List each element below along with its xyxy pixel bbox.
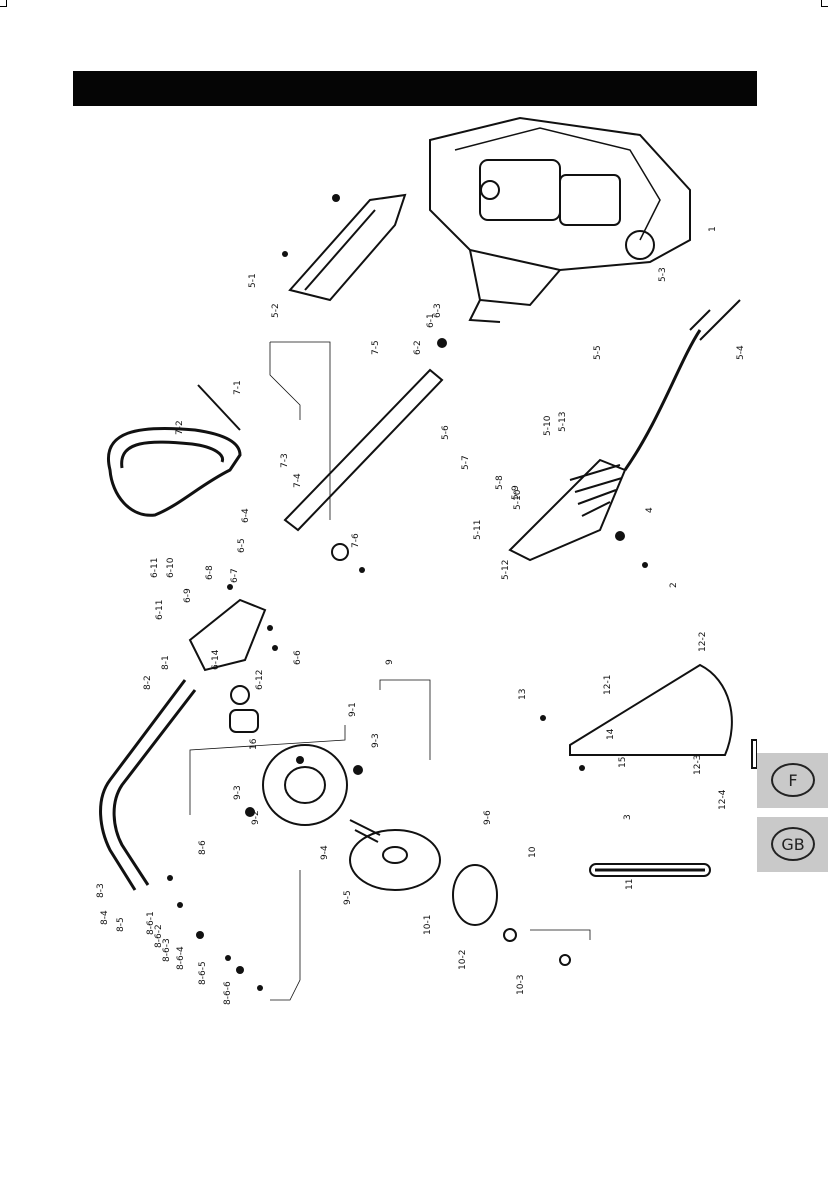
part-label: 5-11 <box>473 520 483 540</box>
loop-handle-drawing <box>107 384 242 517</box>
hardware-bits <box>167 194 648 991</box>
part-label: 5-8 <box>495 475 505 490</box>
part-label: 6-6 <box>293 650 303 665</box>
part-label: 12-1 <box>603 675 613 695</box>
throttle-handle-drawing <box>508 299 741 562</box>
part-label: 9-6 <box>483 810 493 825</box>
part-label: 2 <box>669 582 679 588</box>
part-label: 10-3 <box>516 975 526 995</box>
part-label: 6-2 <box>413 340 423 355</box>
part-label: 6-4 <box>241 508 251 523</box>
part-label: 8-6-2 <box>154 924 164 948</box>
middle-clamp-drawing <box>188 598 267 733</box>
exploded-parts-diagram: 1 5-1 5-2 6-1 6-2 6-3 7-1 7-2 7-37-4 7-5 7-6 5-3 5-4… <box>96 116 757 1005</box>
part-label: 6-14 <box>211 649 221 670</box>
crop-mark-top-left <box>0 0 7 7</box>
part-label: 14 <box>606 728 616 740</box>
part-label: 8-6-1 <box>146 911 156 935</box>
language-tab-gb-label: GB <box>771 827 815 861</box>
part-label: 8-4 <box>100 910 110 925</box>
part-label: 6-12 <box>255 670 265 690</box>
part-label: 8-2 <box>143 675 153 690</box>
part-label: 8-6-5 <box>198 961 208 985</box>
guard-drawing <box>569 663 757 877</box>
part-label: 12-4 <box>718 789 728 810</box>
part-label: 6-5 <box>237 538 247 553</box>
part-label: 7-6 <box>351 533 361 548</box>
part-label: 8-6-3 <box>162 938 172 962</box>
part-label: 8-5 <box>116 917 126 932</box>
part-label: 6-10 <box>166 557 176 578</box>
part-label: 6-9 <box>183 588 193 603</box>
part-label: 7-3 <box>280 453 290 468</box>
part-label: 12-3 <box>693 755 703 775</box>
part-label: 6-8 <box>205 565 215 580</box>
part-label: 1 <box>708 226 718 232</box>
part-label: 8-6-6 <box>223 981 233 1005</box>
part-label: 5-13 <box>558 412 568 432</box>
part-label: 5-5 <box>593 345 603 360</box>
header-bar <box>73 71 757 106</box>
part-label: 9 <box>385 659 395 665</box>
part-label: 5-10 <box>543 415 553 436</box>
part-label: 5-4 <box>736 345 746 360</box>
part-label: 6-3 <box>433 303 443 318</box>
part-label: 5-2 <box>271 303 281 318</box>
part-label: 7-5 <box>371 340 381 355</box>
part-label: 5-10 <box>513 489 523 510</box>
part-label: 5-12 <box>501 560 511 580</box>
part-label: 9-2 <box>251 810 261 825</box>
trimmer-head-drawing <box>262 744 571 966</box>
part-label: 5-1 <box>248 273 258 288</box>
part-label: 8-6 <box>198 840 208 855</box>
part-label: 3 <box>623 814 633 820</box>
part-label: 5-7 <box>461 455 471 470</box>
part-label: 12-2 <box>698 632 708 652</box>
part-label: 10 <box>528 846 538 858</box>
part-label: 11 <box>625 879 635 890</box>
crop-mark-top-right <box>821 0 828 7</box>
part-label: 6-7 <box>230 568 240 583</box>
part-label: 15 <box>618 757 628 768</box>
part-label: 8-3 <box>96 883 106 898</box>
part-label: 7-2 <box>175 420 185 435</box>
part-label: 6-11 <box>155 600 165 620</box>
part-label: 10-2 <box>458 950 468 970</box>
language-tab-gb[interactable]: GB <box>757 817 828 872</box>
part-label: 5-3 <box>658 267 668 282</box>
part-label: 13 <box>518 689 528 700</box>
part-label: 8-1 <box>161 655 171 670</box>
part-label: 4 <box>645 507 655 513</box>
part-label: 7-4 <box>293 473 303 488</box>
part-label: 10-1 <box>423 915 433 935</box>
part-label: 16 <box>249 738 259 750</box>
clamp-drawing <box>288 193 407 302</box>
part-label: 9-1 <box>348 702 358 717</box>
part-label: 9-3 <box>233 785 243 800</box>
language-tab-f[interactable]: F <box>757 753 828 808</box>
part-label: 8-6-4 <box>176 946 186 970</box>
part-label: 9-5 <box>343 890 353 905</box>
part-label: 5-9 <box>511 485 521 500</box>
part-label: 6-11 <box>150 558 160 578</box>
language-tab-f-label: F <box>771 763 815 797</box>
part-label: 5-6 <box>441 425 451 440</box>
engine-drawing <box>429 116 691 323</box>
part-label: 7-1 <box>233 380 243 395</box>
part-label: 9-3 <box>371 733 381 748</box>
part-label: 9-4 <box>320 845 330 860</box>
part-labels: 1 5-1 5-2 6-1 6-2 6-3 7-1 7-2 7-37-4 7-5 7-6 5-3 5-4… <box>96 226 746 1005</box>
part-label: 6-1 <box>426 313 436 328</box>
drive-shaft-drawing <box>283 368 444 561</box>
lower-shaft-drawing <box>99 679 197 891</box>
leader-lines <box>189 341 591 1001</box>
